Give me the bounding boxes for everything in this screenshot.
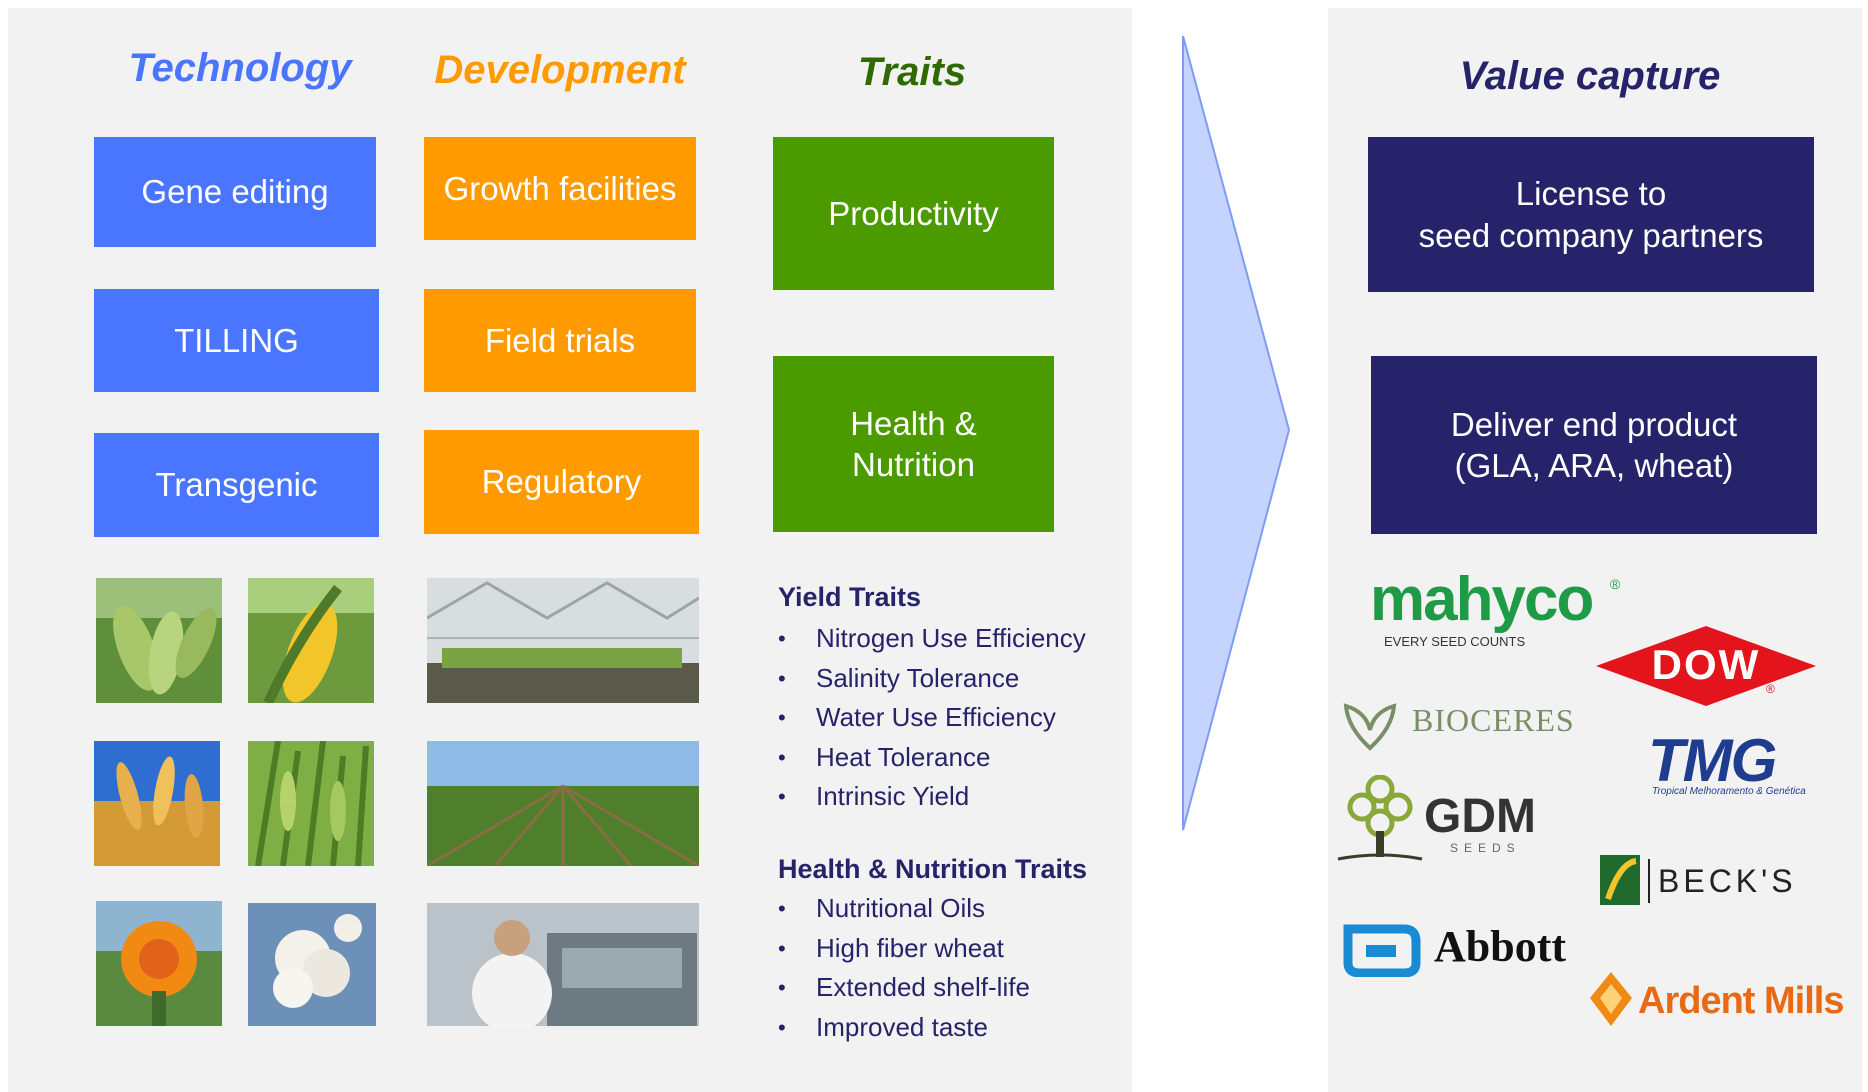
- tech-box-transgenic: Transgenic: [94, 433, 379, 537]
- list-item: Intrinsic Yield: [778, 777, 1086, 817]
- bioceres-logo: BIOCERES: [1342, 698, 1602, 754]
- bioceres-wordmark: BIOCERES: [1412, 702, 1575, 738]
- technology-header: Technology: [128, 46, 352, 90]
- health-traits-title: Health & Nutrition Traits: [778, 854, 1088, 884]
- mahyco-logo: mahyco ® EVERY SEED COUNTS: [1370, 565, 1630, 650]
- list-item: Water Use Efficiency: [778, 698, 1086, 738]
- list-item: Salinity Tolerance: [778, 659, 1086, 699]
- list-item: Nutritional Oils: [778, 889, 1030, 929]
- bioceres-leaf-icon: [1343, 703, 1397, 751]
- yield-traits-title: Yield Traits: [778, 582, 922, 612]
- list-item: Extended shelf-life: [778, 968, 1030, 1008]
- dow-logo: DOW ®: [1594, 624, 1818, 708]
- ardent-mills-flame-icon: [1590, 972, 1632, 1026]
- health-traits-list: Nutritional Oils High fiber wheat Extend…: [778, 889, 1030, 1047]
- development-header: Development: [434, 48, 686, 92]
- gdm-wordmark: GDM: [1424, 790, 1536, 843]
- rice-photo: [248, 741, 374, 866]
- traits-header: Traits: [857, 50, 967, 94]
- corn-photo: [248, 578, 374, 703]
- becks-shield-icon: [1600, 855, 1640, 905]
- dow-diamond: [1596, 626, 1816, 706]
- wheat-photo: [94, 741, 220, 866]
- dow-wordmark: DOW: [1651, 641, 1761, 688]
- value-capture-header: Value capture: [1459, 54, 1721, 98]
- list-item: Improved taste: [778, 1008, 1030, 1048]
- tech-box-tilling: TILLING: [94, 289, 379, 392]
- yield-traits-list: Nitrogen Use Efficiency Salinity Toleran…: [778, 619, 1086, 817]
- soybean-photo: [96, 578, 222, 703]
- gdm-tagline: SEEDS: [1450, 841, 1521, 855]
- dev-box-growth-facilities: Growth facilities: [424, 137, 696, 240]
- abbott-symbol-icon: [1343, 924, 1421, 977]
- abbott-logo: Abbott: [1342, 915, 1587, 977]
- becks-wordmark: BECK'S: [1658, 863, 1797, 899]
- list-item: Nitrogen Use Efficiency: [778, 619, 1086, 659]
- abbott-wordmark: Abbott: [1434, 922, 1567, 971]
- tech-box-gene-editing: Gene editing: [94, 137, 376, 247]
- becks-logo: BECK'S: [1600, 855, 1830, 907]
- greenhouse-photo: [427, 578, 699, 703]
- tmg-logo: TMG Tropical Melhoramento & Genética: [1640, 727, 1820, 802]
- mahyco-wordmark: mahyco: [1370, 565, 1594, 634]
- safflower-photo: [96, 901, 222, 1026]
- list-item: High fiber wheat: [778, 929, 1030, 969]
- ardent-mills-wordmark: Ardent Mills: [1638, 980, 1844, 1022]
- dev-box-field-trials: Field trials: [424, 289, 696, 392]
- trait-box-productivity: Productivity: [773, 137, 1054, 290]
- lab-photo: [427, 903, 699, 1026]
- value-box-license: License to seed company partners: [1368, 137, 1814, 292]
- ardent-mills-logo: Ardent Mills: [1588, 970, 1858, 1030]
- value-box-deliver: Deliver end product (GLA, ARA, wheat): [1371, 356, 1817, 534]
- mahyco-tagline: EVERY SEED COUNTS: [1384, 634, 1526, 649]
- dow-registered: ®: [1766, 682, 1775, 696]
- list-item: Heat Tolerance: [778, 738, 1086, 778]
- field-photo: [427, 741, 699, 866]
- cotton-photo: [248, 903, 376, 1026]
- flow-arrow: [1182, 35, 1291, 831]
- tmg-wordmark: TMG: [1648, 727, 1777, 794]
- tmg-tagline: Tropical Melhoramento & Genética: [1652, 786, 1806, 797]
- trait-box-health-nutrition: Health & Nutrition: [773, 356, 1054, 532]
- mahyco-registered: ®: [1610, 576, 1621, 592]
- dev-box-regulatory: Regulatory: [424, 430, 699, 534]
- gdm-tree-icon: [1337, 775, 1423, 861]
- becks-divider: [1648, 859, 1650, 903]
- gdm-logo: GDM SEEDS: [1334, 775, 1544, 865]
